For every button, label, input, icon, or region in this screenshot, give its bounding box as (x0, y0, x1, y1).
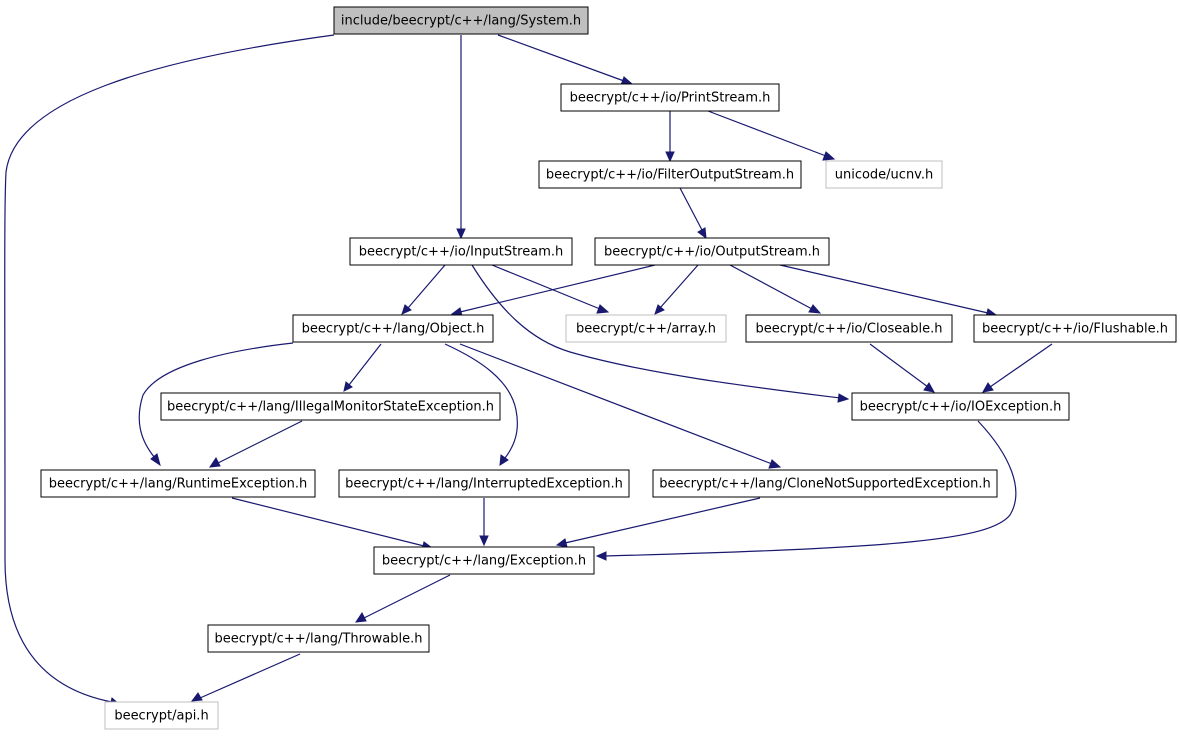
node-system-label: include/beecrypt/c++/lang/System.h (341, 14, 581, 29)
edge-closeable-ioexception (869, 343, 929, 388)
edge-object-illegalmonitor-arrowhead (343, 381, 353, 392)
header-nodes: include/beecrypt/c++/lang/System.h beecr… (40, 6, 1177, 730)
edge-system-printstream (497, 34, 625, 82)
edge-object-runtimeexception (138, 342, 294, 459)
node-object-label: beecrypt/c++/lang/Object.h (302, 322, 485, 337)
node-interrupted-label: beecrypt/c++/lang/InterruptedException.h (345, 477, 623, 492)
edge-object-runtimeexception-arrowhead (150, 453, 161, 467)
edge-illegalmonitor-runtimeexception (217, 420, 303, 464)
edge-outputstream-closeable (729, 264, 813, 310)
node-exception-label: beecrypt/c++/lang/Exception.h (382, 554, 586, 569)
edge-outputstream-array-arrowhead (654, 304, 665, 315)
edge-object-interrupted-arrowhead (499, 454, 509, 466)
edge-system-inputstream-arrowhead (456, 228, 466, 240)
node-runtimeexception[interactable]: beecrypt/c++/lang/RuntimeException.h (40, 469, 316, 498)
edge-outputstream-flushable (779, 264, 989, 314)
node-illegalmonitor-label: beecrypt/c++/lang/IllegalMonitorStateExc… (167, 400, 494, 415)
node-inputstream-label: beecrypt/c++/io/InputStream.h (359, 245, 564, 260)
node-object[interactable]: beecrypt/c++/lang/Object.h (292, 314, 494, 343)
node-ioexception-label: beecrypt/c++/io/IOException.h (860, 400, 1062, 415)
edge-outputstream-object (459, 264, 656, 313)
dependency-edges (4, 34, 1053, 707)
edge-inputstream-ioexception (471, 264, 841, 399)
node-outputstream-label: beecrypt/c++/io/OutputStream.h (604, 245, 820, 260)
edge-object-interrupted (444, 343, 518, 459)
node-ucnv[interactable]: unicode/ucnv.h (825, 160, 943, 189)
node-array[interactable]: beecrypt/c++/array.h (565, 314, 727, 343)
node-api-label: beecrypt/api.h (114, 709, 208, 724)
node-illegalmonitor[interactable]: beecrypt/c++/lang/IllegalMonitorStateExc… (160, 392, 501, 421)
edge-clonenotsupported-exception-arrowhead (555, 538, 568, 548)
edge-inputstream-ioexception-arrowhead (837, 393, 850, 403)
edge-outputstream-array (659, 264, 699, 309)
edge-printstream-filteroutputstream-arrowhead (665, 151, 675, 163)
edge-runtimeexception-exception (231, 497, 425, 547)
node-exception[interactable]: beecrypt/c++/lang/Exception.h (373, 546, 595, 575)
node-ucnv-label: unicode/ucnv.h (835, 168, 934, 183)
edge-interrupted-exception-arrowhead (479, 535, 489, 547)
node-flushable-label: beecrypt/c++/io/Flushable.h (982, 322, 1168, 337)
node-flushable[interactable]: beecrypt/c++/io/Flushable.h (973, 314, 1177, 343)
node-filteroutputstream[interactable]: beecrypt/c++/io/FilterOutputStream.h (538, 160, 802, 189)
node-interrupted[interactable]: beecrypt/c++/lang/InterruptedException.h (338, 469, 630, 498)
edge-exception-throwable-arrowhead (354, 612, 367, 623)
node-clonenotsupported-label: beecrypt/c++/lang/CloneNotSupportedExcep… (659, 477, 991, 492)
node-outputstream[interactable]: beecrypt/c++/io/OutputStream.h (594, 237, 830, 266)
node-printstream-label: beecrypt/c++/io/PrintStream.h (570, 91, 771, 106)
edge-printstream-ucnv (707, 110, 827, 157)
edge-printstream-ucnv-arrowhead (822, 151, 836, 161)
edge-illegalmonitor-runtimeexception-arrowhead (208, 457, 221, 468)
edge-inputstream-object-arrowhead (401, 304, 412, 315)
node-filteroutputstream-label: beecrypt/c++/io/FilterOutputStream.h (546, 168, 794, 183)
node-array-label: beecrypt/c++/array.h (576, 322, 716, 337)
edge-filteroutputstream-outputstream (679, 187, 703, 231)
edge-object-illegalmonitor (348, 343, 382, 386)
edge-system-api (4, 34, 335, 703)
node-throwable[interactable]: beecrypt/c++/lang/Throwable.h (207, 624, 430, 653)
edge-throwable-api-arrowhead (190, 692, 203, 702)
node-clonenotsupported[interactable]: beecrypt/c++/lang/CloneNotSupportedExcep… (652, 469, 998, 498)
edge-throwable-api (199, 653, 301, 699)
edge-clonenotsupported-exception (564, 497, 761, 544)
edge-closeable-ioexception-arrowhead (923, 382, 935, 393)
edge-exception-throwable (363, 574, 451, 619)
edge-ioexception-exception-arrowhead (595, 551, 607, 561)
node-system[interactable]: include/beecrypt/c++/lang/System.h (333, 6, 589, 35)
edge-object-clonenotsupported (459, 343, 773, 465)
edge-flushable-ioexception-arrowhead (982, 382, 994, 393)
edge-filteroutputstream-outputstream-arrowhead (697, 227, 707, 240)
edge-outputstream-closeable-arrowhead (808, 304, 822, 314)
node-api[interactable]: beecrypt/api.h (104, 701, 219, 730)
edge-inputstream-array-arrowhead (596, 304, 610, 314)
edge-flushable-ioexception (989, 343, 1053, 388)
edge-object-clonenotsupported-arrowhead (768, 459, 782, 469)
edge-ioexception-exception (604, 420, 1017, 557)
node-inputstream[interactable]: beecrypt/c++/io/InputStream.h (349, 237, 573, 266)
node-ioexception[interactable]: beecrypt/c++/io/IOException.h (851, 392, 1070, 421)
node-throwable-label: beecrypt/c++/lang/Throwable.h (215, 632, 423, 647)
node-closeable[interactable]: beecrypt/c++/io/Closeable.h (745, 314, 953, 343)
edge-inputstream-object (407, 264, 446, 309)
node-printstream[interactable]: beecrypt/c++/io/PrintStream.h (560, 83, 780, 112)
edge-inputstream-array (491, 264, 601, 310)
node-closeable-label: beecrypt/c++/io/Closeable.h (755, 322, 942, 337)
node-runtimeexception-label: beecrypt/c++/lang/RuntimeException.h (49, 477, 308, 492)
